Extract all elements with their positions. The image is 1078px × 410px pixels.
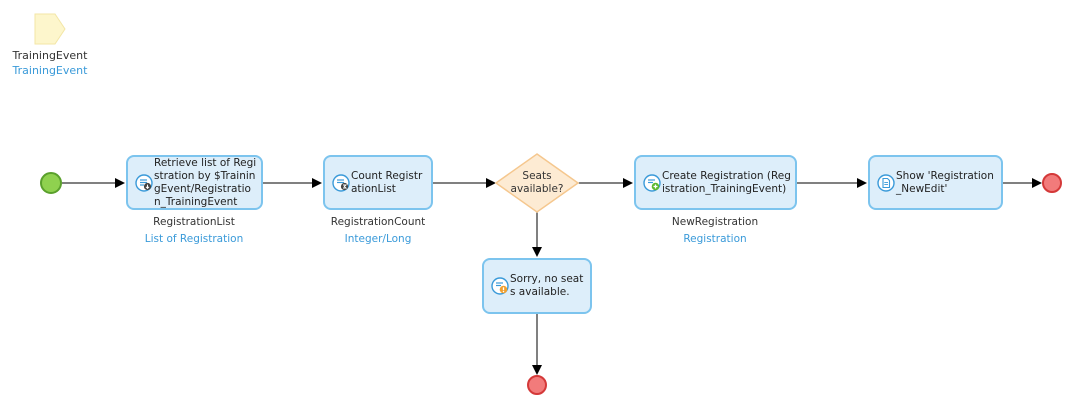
decision-diamond[interactable] xyxy=(494,153,580,213)
end-event-no-seats[interactable] xyxy=(527,375,547,395)
retrieve-activity-label: Retrieve list of Registration by $Traini… xyxy=(154,156,257,208)
decision-label: Seats available? xyxy=(510,170,564,195)
show-page-icon xyxy=(877,173,895,192)
show-page-activity[interactable]: Show 'Registration_NewEdit' xyxy=(868,155,1003,210)
message-activity-label: Sorry, no seats available. xyxy=(510,273,584,298)
start-event[interactable] xyxy=(40,172,62,194)
retrieve-activity[interactable]: Retrieve list of Registration by $Traini… xyxy=(126,155,263,210)
create-output-type: Registration xyxy=(683,233,747,245)
parameter-shape[interactable] xyxy=(34,13,66,45)
create-output: NewRegistration Registration xyxy=(635,214,795,248)
retrieve-output-name: RegistrationList xyxy=(153,216,235,228)
end-event-main[interactable] xyxy=(1042,173,1062,193)
create-activity[interactable]: Create Registration (Registration_Traini… xyxy=(634,155,797,210)
show-page-activity-label: Show 'Registration_NewEdit' xyxy=(896,169,994,195)
count-output: RegistrationCount Integer/Long xyxy=(298,214,458,248)
create-object-icon xyxy=(643,173,661,192)
count-output-type: Integer/Long xyxy=(344,233,412,245)
retrieve-icon xyxy=(135,173,153,192)
count-activity[interactable]: Count RegistrationList xyxy=(323,155,433,210)
parameter-type: TrainingEvent xyxy=(12,64,88,77)
warning-message-icon xyxy=(491,277,509,295)
count-output-name: RegistrationCount xyxy=(330,216,426,228)
aggregate-icon xyxy=(332,173,350,192)
parameter-name: TrainingEvent xyxy=(12,49,88,62)
create-activity-label: Create Registration (Registration_Traini… xyxy=(662,169,791,195)
message-activity[interactable]: Sorry, no seats available. xyxy=(482,258,592,314)
retrieve-output-type: List of Registration xyxy=(144,233,244,245)
count-activity-label: Count RegistrationList xyxy=(351,169,423,195)
retrieve-output: RegistrationList List of Registration xyxy=(114,214,274,248)
create-output-name: NewRegistration xyxy=(671,216,759,228)
parameter-label: TrainingEvent TrainingEvent xyxy=(0,48,110,78)
